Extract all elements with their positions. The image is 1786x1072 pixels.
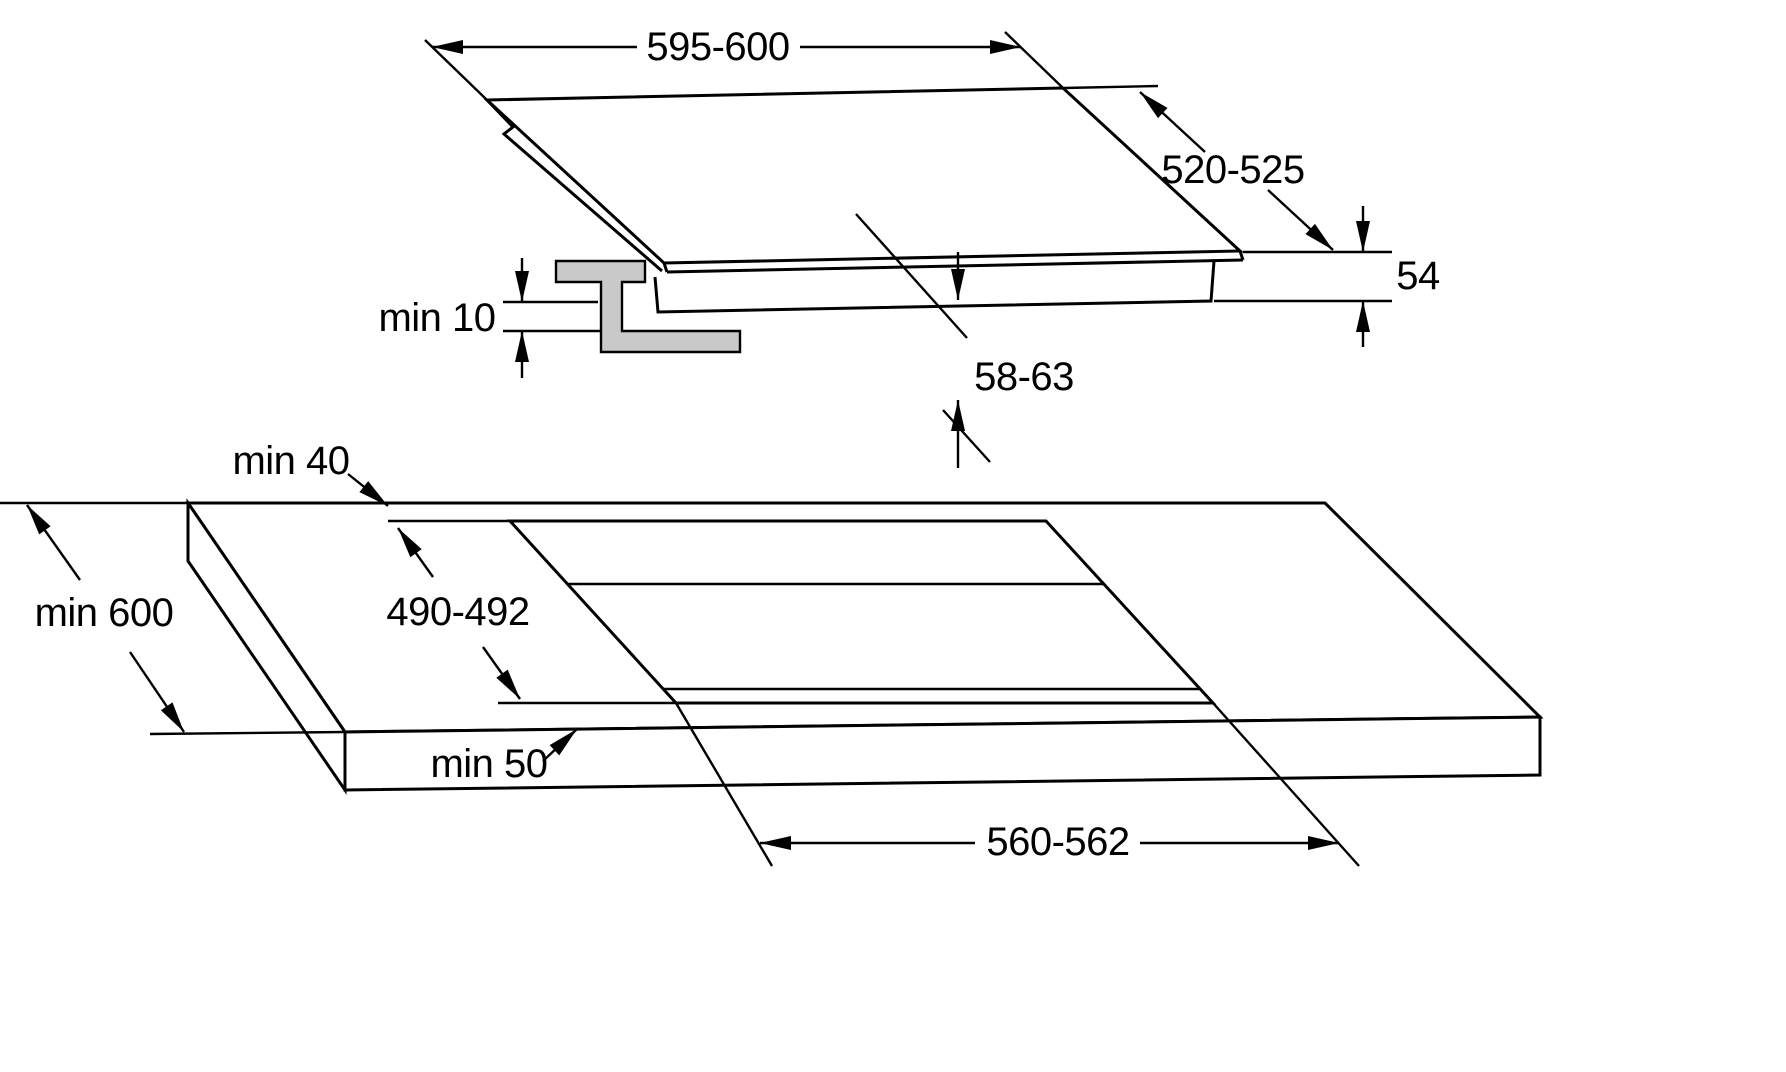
dim-hob-depth-label: 520-525 [1161, 148, 1304, 192]
dim-installation-height-label: 58-63 [974, 355, 1074, 399]
dim-worktop-depth-label: min 600 [35, 591, 174, 635]
extension-line [1062, 84, 1159, 90]
dim-cutout-width-label: 560-562 [986, 820, 1129, 864]
dim-clearance-below-label: min 10 [378, 296, 495, 340]
dimension-arrow [347, 473, 389, 507]
dim-cutout-width: 560-562 [674, 702, 1360, 867]
dimension-arrow [129, 651, 185, 733]
extension-line [424, 39, 488, 101]
dim-hob-depth: 520-525 [1062, 84, 1334, 251]
dimension-arrow [482, 646, 521, 700]
mounting-bracket-profile [554, 259, 742, 354]
dim-cutout-depth-label: 490-492 [386, 590, 529, 634]
dim-front-distance-label: min 50 [430, 742, 547, 786]
hob-perspective-view: 595-600 520-525 54 58-63 [378, 25, 1440, 468]
extension-line [674, 702, 774, 867]
dim-cutout-depth: 490-492 [386, 527, 530, 700]
hob-glass-bottom-edge [666, 258, 1244, 274]
hob-left-edge-step [485, 98, 663, 273]
dim-hob-width: 595-600 [424, 25, 1064, 101]
dim-rear-distance-label: min 40 [232, 439, 349, 483]
dim-rear-distance: min 40 [232, 439, 389, 507]
dim-worktop-depth: min 600 [26, 504, 185, 733]
dimension-arrow [1267, 189, 1334, 251]
dim-hob-width-label: 595-600 [646, 25, 789, 69]
hob-body-outline [653, 260, 1216, 314]
extension-line [1004, 31, 1064, 89]
extension-line [149, 730, 346, 736]
dimension-arrow [542, 728, 578, 762]
dim-clearance-below: min 10 [378, 258, 601, 378]
worktop-cutout-view: min 40 min 600 490-492 min 50 560-562 [0, 439, 1544, 867]
hob-glass-surface [483, 86, 1244, 265]
dim-hob-height-label: 54 [1396, 254, 1440, 298]
dimension-arrow [1139, 91, 1206, 153]
dimension-arrow [26, 504, 81, 581]
extension-line [855, 213, 968, 339]
extension-line [942, 409, 991, 463]
dim-front-distance: min 50 [430, 728, 578, 786]
dim-installation-height: 58-63 [855, 213, 1074, 468]
hob-glass-edge [1238, 250, 1245, 261]
dimension-arrow [397, 527, 434, 578]
dim-hob-height: 54 [1214, 206, 1440, 347]
hob-glass-edge [662, 262, 669, 273]
